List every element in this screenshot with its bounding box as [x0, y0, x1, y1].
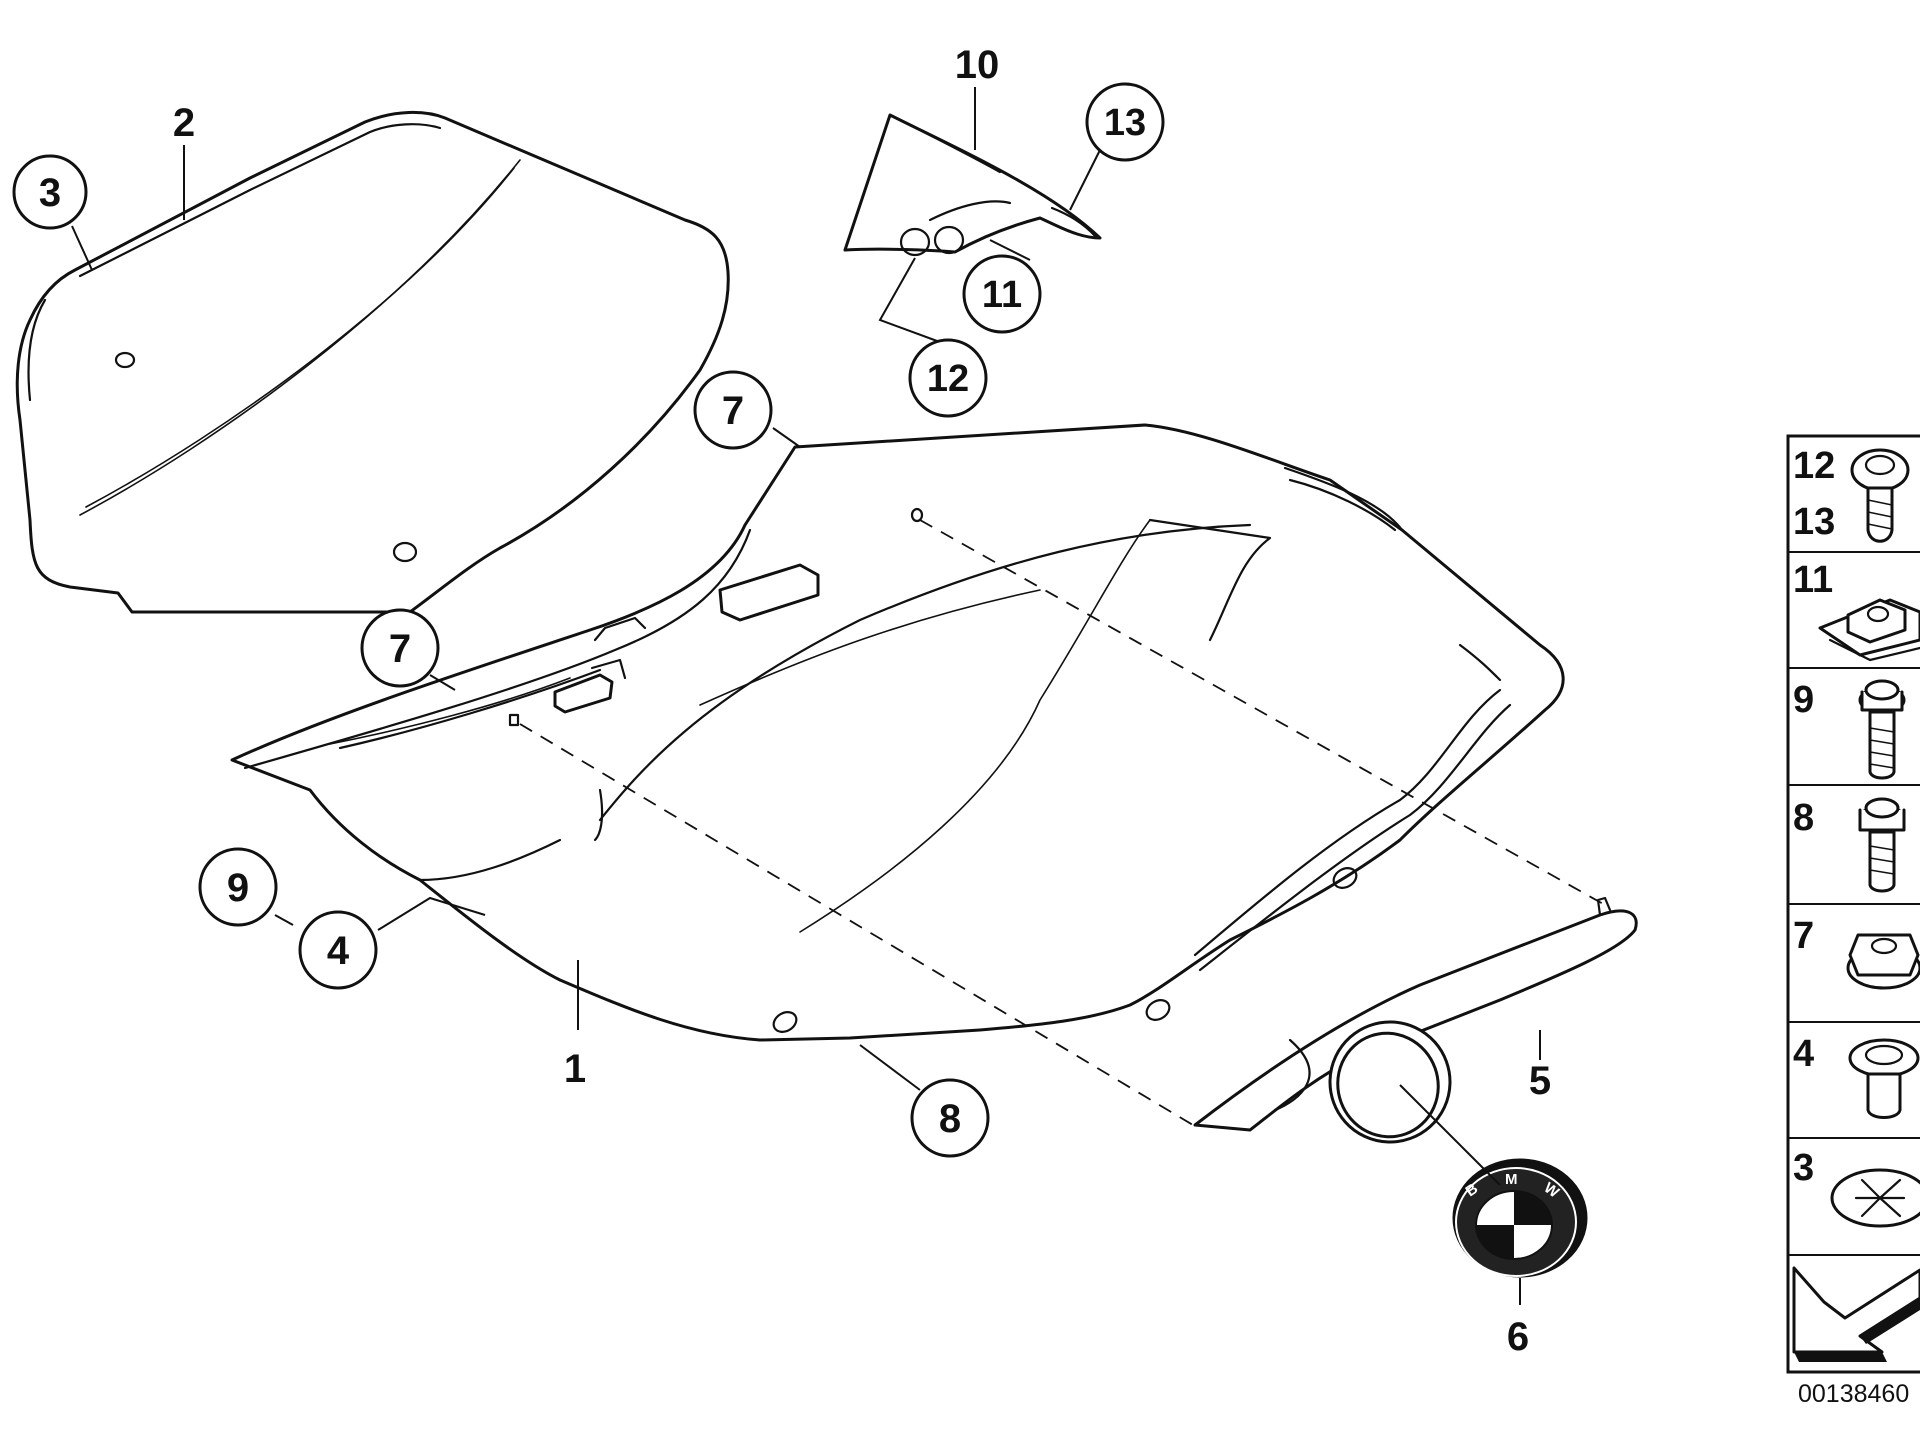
hex-bolt-icon	[1858, 679, 1906, 780]
svg-text:4: 4	[1793, 1033, 1814, 1075]
callout-7-lower: 7	[360, 608, 440, 688]
clip-nut-icon	[1818, 598, 1920, 662]
legend-row-8: 8	[1793, 797, 1906, 893]
torx-screw-icon	[1850, 448, 1910, 543]
svg-text:11: 11	[982, 274, 1022, 316]
diagram-code: 00138460	[1798, 1380, 1909, 1408]
direction-arrow-icon	[1792, 1266, 1920, 1362]
svg-text:7: 7	[389, 627, 411, 671]
callout-11: 11	[962, 254, 1042, 334]
callout-13: 13	[1085, 82, 1165, 162]
leader-lines	[71, 87, 1541, 1305]
svg-text:10: 10	[955, 43, 1000, 87]
side-bracket-part-10	[843, 113, 1102, 257]
svg-text:8: 8	[939, 1097, 961, 1141]
hex-bolt-icon	[1858, 797, 1906, 893]
legend-row-3: 3	[1793, 1147, 1920, 1228]
legend-row-11: 11	[1793, 559, 1920, 662]
callout-4: 4	[298, 910, 378, 990]
callout-8: 8	[910, 1078, 990, 1158]
legend-row-4: 4	[1793, 1033, 1920, 1119]
emblem-letter-m: M	[1505, 1171, 1518, 1188]
emblem-part-6: B M W	[1452, 1158, 1588, 1278]
callout-12: 12	[908, 338, 988, 418]
svg-text:13: 13	[1793, 501, 1835, 543]
callout-5: 5	[1529, 1059, 1551, 1103]
svg-text:6: 6	[1507, 1315, 1529, 1359]
legend-row-12-13: 12 13	[1793, 445, 1910, 543]
svg-text:11: 11	[1793, 559, 1833, 601]
svg-text:8: 8	[1793, 797, 1814, 839]
spring-clip-icon	[1830, 1168, 1920, 1228]
fastener-legend: 12 13 11 9	[1786, 434, 1920, 1374]
callout-6: 6	[1507, 1315, 1529, 1359]
svg-text:5: 5	[1529, 1059, 1551, 1103]
svg-text:3: 3	[1793, 1147, 1814, 1189]
svg-text:9: 9	[1793, 679, 1814, 721]
callout-9: 9	[198, 847, 278, 927]
svg-text:7: 7	[722, 389, 744, 433]
svg-text:3: 3	[39, 171, 61, 215]
engine-bonnet-part-1	[230, 423, 1565, 1042]
svg-text:7: 7	[1793, 915, 1814, 957]
callout-10: 10	[955, 43, 1000, 87]
svg-text:1: 1	[564, 1047, 586, 1091]
legend-row-9: 9	[1793, 679, 1906, 780]
insulation-mat-part-2	[15, 110, 730, 614]
fixing-lines	[519, 519, 1606, 1186]
callout-1: 1	[564, 1047, 586, 1091]
svg-text:13: 13	[1104, 102, 1146, 144]
spacer-sleeve-icon	[1848, 1038, 1920, 1119]
legend-row-7: 7	[1793, 915, 1920, 990]
svg-text:12: 12	[927, 358, 969, 400]
svg-text:12: 12	[1793, 445, 1835, 487]
hex-nut-icon	[1846, 933, 1920, 990]
svg-text:9: 9	[227, 866, 249, 910]
svg-text:4: 4	[327, 929, 350, 973]
callout-2: 2	[173, 101, 195, 145]
svg-text:2: 2	[173, 101, 195, 145]
callout-3: 3	[12, 154, 88, 230]
callout-7-upper: 7	[693, 370, 773, 450]
front-trim-part-5	[1193, 896, 1638, 1144]
